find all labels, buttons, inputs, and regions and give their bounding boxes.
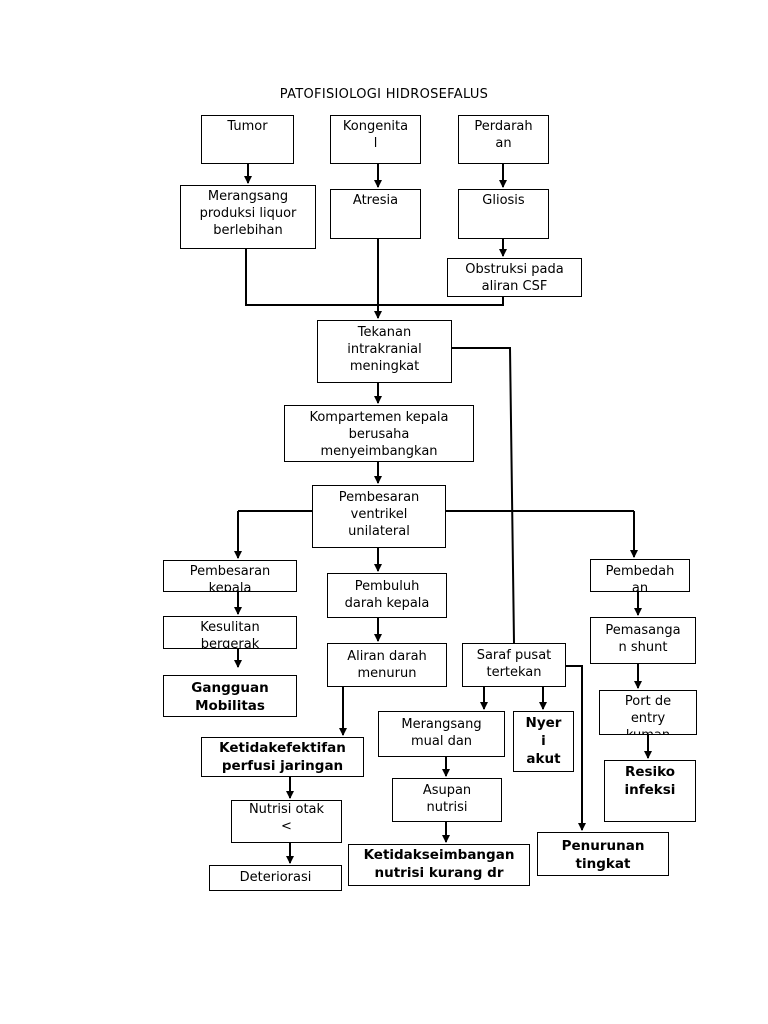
node-penurunan: Penurunan tingkat xyxy=(537,832,669,876)
node-atresia: Atresia xyxy=(330,189,421,239)
node-tekanan: Tekanan intrakranial meningkat xyxy=(317,320,452,383)
node-port-de-entry: Port de entry kuman xyxy=(599,690,697,735)
node-asupan: Asupan nutrisi xyxy=(392,778,502,822)
node-pemasangan-shunt: Pemasanga n shunt xyxy=(590,617,696,664)
node-aliran-darah: Aliran darah menurun xyxy=(327,643,447,687)
node-pembedahan: Pembedah an xyxy=(590,559,690,592)
line-tekanan-saraf xyxy=(452,347,515,644)
node-kesulitan: Kesulitan bergerak xyxy=(163,616,297,649)
node-kompartemen: Kompartemen kepala berusaha menyeimbangk… xyxy=(284,405,474,462)
node-pembuluh: Pembuluh darah kepala xyxy=(327,573,447,618)
node-saraf-pusat: Saraf pusat tertekan xyxy=(462,643,566,687)
node-nyeri: Nyer i akut xyxy=(513,711,574,772)
node-ketidakseimbangan: Ketidakseimbangan nutrisi kurang dr xyxy=(348,844,530,886)
node-tumor: Tumor xyxy=(201,115,294,164)
line-merangsang-join xyxy=(245,248,378,306)
node-nutrisi-otak: Nutrisi otak < xyxy=(231,800,342,843)
arrow-to-penurunan xyxy=(566,665,586,831)
node-deteriorasi: Deteriorasi xyxy=(209,865,342,891)
node-resiko-infeksi: Resiko infeksi xyxy=(604,760,696,822)
line-obstruksi-join xyxy=(378,297,504,306)
node-merangsang-mual: Merangsang mual dan xyxy=(378,711,505,757)
node-merangsang-liquor: Merangsang produksi liquor berlebihan xyxy=(180,185,316,249)
node-kongenital: Kongenita l xyxy=(330,115,421,164)
node-ketidakefektifan: Ketidakefektifan perfusi jaringan xyxy=(201,737,364,777)
node-gangguan-mobilitas: Gangguan Mobilitas xyxy=(163,675,297,717)
node-pembesaran-ventrikel: Pembesaran ventrikel unilateral xyxy=(312,485,446,548)
diagram-title: PATOFISIOLOGI HIDROSEFALUS xyxy=(279,87,489,102)
node-pembesaran-kepala: Pembesaran kepala xyxy=(163,560,297,592)
node-perdarahan: Perdarah an xyxy=(458,115,549,164)
node-gliosis: Gliosis xyxy=(458,189,549,239)
node-obstruksi: Obstruksi pada aliran CSF xyxy=(447,258,582,297)
